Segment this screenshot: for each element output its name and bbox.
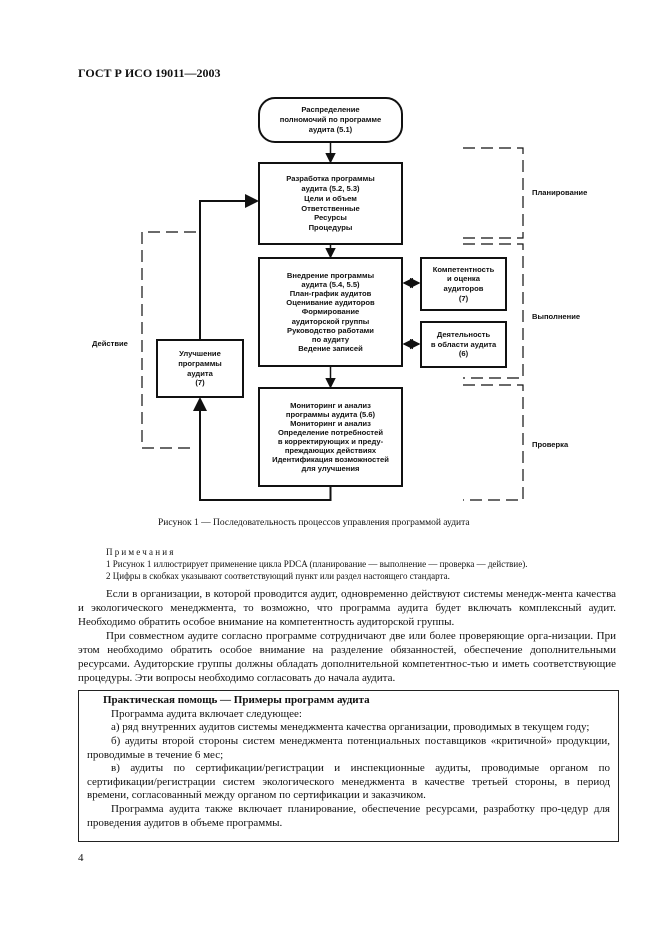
box-plan-line: Процедуры bbox=[308, 222, 353, 232]
note-item: 2 Цифры в скобках указывают соответствую… bbox=[106, 571, 450, 582]
box-competence-line: аудиторов bbox=[443, 284, 484, 293]
box-monitor-line: Определение потребностей bbox=[277, 427, 384, 437]
box-monitor-line: программы аудита (5.6) bbox=[285, 409, 376, 419]
pdca-label-plan: Планирование bbox=[532, 188, 588, 197]
box-activities-line: в области аудита bbox=[430, 339, 497, 349]
note-item: 1 Рисунок 1 иллюстрирует применение цикл… bbox=[106, 559, 528, 570]
box-monitor-line: Мониторинг и анализ bbox=[290, 400, 371, 410]
box-monitor-line: Мониторинг и анализ bbox=[290, 418, 371, 428]
practical-item: в) аудиты по сертификации/регистрации и … bbox=[87, 762, 610, 802]
box-improve-line: Улучшение bbox=[179, 349, 221, 359]
box-authority-line: Распределение bbox=[301, 105, 360, 115]
box-implement-line: Руководство работами bbox=[287, 325, 374, 335]
box-plan-line: Ответственные bbox=[301, 203, 360, 213]
box-implement-line: Оценивание аудиторов bbox=[286, 298, 375, 308]
box-implement-line: аудита (5.4, 5.5) bbox=[301, 280, 360, 290]
box-competence: Компетентность и оценка аудиторов (7) bbox=[422, 259, 505, 309]
box-implement-line: Внедрение программы bbox=[286, 271, 375, 280]
box-activities: Деятельность в области аудита (6) bbox=[422, 323, 505, 366]
paragraph: Если в организации, в которой проводится… bbox=[78, 588, 616, 628]
box-plan-line: аудита (5.2, 5.3) bbox=[301, 184, 360, 194]
box-activities-line: (6) bbox=[458, 349, 469, 359]
figure-caption: Рисунок 1 — Последовательность процессов… bbox=[158, 518, 470, 528]
box-monitor-line: в корректирующих и преду- bbox=[277, 437, 384, 446]
pdca-label-act: Действие bbox=[92, 339, 128, 348]
box-plan-line: Ресурсы bbox=[314, 213, 347, 223]
box-implement-line: Формирование bbox=[301, 307, 360, 317]
practical-help-box: Практическая помощь — Примеры программ а… bbox=[78, 690, 619, 842]
box-competence-line: и оценка bbox=[447, 274, 480, 284]
box-implement-line: Ведение записей bbox=[298, 343, 363, 353]
box-authority-line: полномочий по программе bbox=[279, 115, 382, 125]
practical-item: б) аудиты второй стороны систем менеджме… bbox=[87, 734, 610, 761]
document-header: ГОСТ Р ИСО 19011—2003 bbox=[78, 66, 221, 80]
box-implement-line: План-график аудитов bbox=[289, 289, 372, 299]
paragraph: При совместном аудите согласно программе… bbox=[78, 629, 616, 684]
body-text: Если в организации, в которой проводится… bbox=[78, 588, 616, 686]
practical-intro: Программа аудита включает следующее: bbox=[111, 707, 302, 720]
practical-title: Практическая помощь — Примеры программ а… bbox=[103, 694, 370, 706]
box-improve: Улучшение программы аудита (7) bbox=[158, 341, 242, 396]
practical-item: а) ряд внутренних аудитов системы менедж… bbox=[111, 721, 590, 734]
box-competence-line: Компетентность bbox=[432, 264, 495, 274]
box-plan: Разработка программы аудита (5.2, 5.3) Ц… bbox=[260, 164, 401, 243]
box-implement-line: по аудиту bbox=[311, 334, 350, 344]
box-competence-line: (7) bbox=[458, 293, 469, 303]
pdca-label-do: Выполнение bbox=[532, 312, 581, 321]
notes-heading: Примечания bbox=[106, 547, 176, 557]
box-activities-frame bbox=[420, 321, 507, 368]
box-improve-line: аудита bbox=[187, 368, 213, 378]
box-authority: Распределение полномочий по программе ау… bbox=[260, 99, 401, 141]
page-number: 4 bbox=[78, 852, 84, 864]
pdca-label-check: Проверка bbox=[532, 440, 569, 449]
box-monitor: Мониторинг и анализ программы аудита (5.… bbox=[260, 389, 401, 485]
box-plan-line: Цели и объем bbox=[304, 193, 357, 203]
box-activities-line: Деятельность bbox=[436, 329, 491, 339]
box-implement: Внедрение программы аудита (5.4, 5.5) Пл… bbox=[260, 259, 401, 365]
notes: Примечания 1 Рисунок 1 иллюстрирует прим… bbox=[106, 546, 618, 582]
box-improve-line: программы bbox=[178, 358, 222, 368]
box-implement-frame bbox=[258, 257, 403, 367]
box-improve-line: (7) bbox=[195, 378, 205, 388]
box-monitor-line: для улучшения bbox=[301, 464, 360, 474]
box-plan-frame bbox=[258, 162, 403, 245]
box-competence-frame bbox=[420, 257, 507, 311]
box-monitor-line: преждающих действиях bbox=[284, 446, 377, 456]
box-plan-line: Разработка программы bbox=[286, 174, 375, 184]
box-implement-line: аудиторской группы bbox=[291, 316, 370, 326]
box-authority-line: аудита (5.1) bbox=[308, 124, 353, 134]
practical-outro: Программа аудита также включает планиров… bbox=[87, 803, 610, 829]
box-monitor-line: Идентификация возможностей bbox=[272, 455, 389, 465]
